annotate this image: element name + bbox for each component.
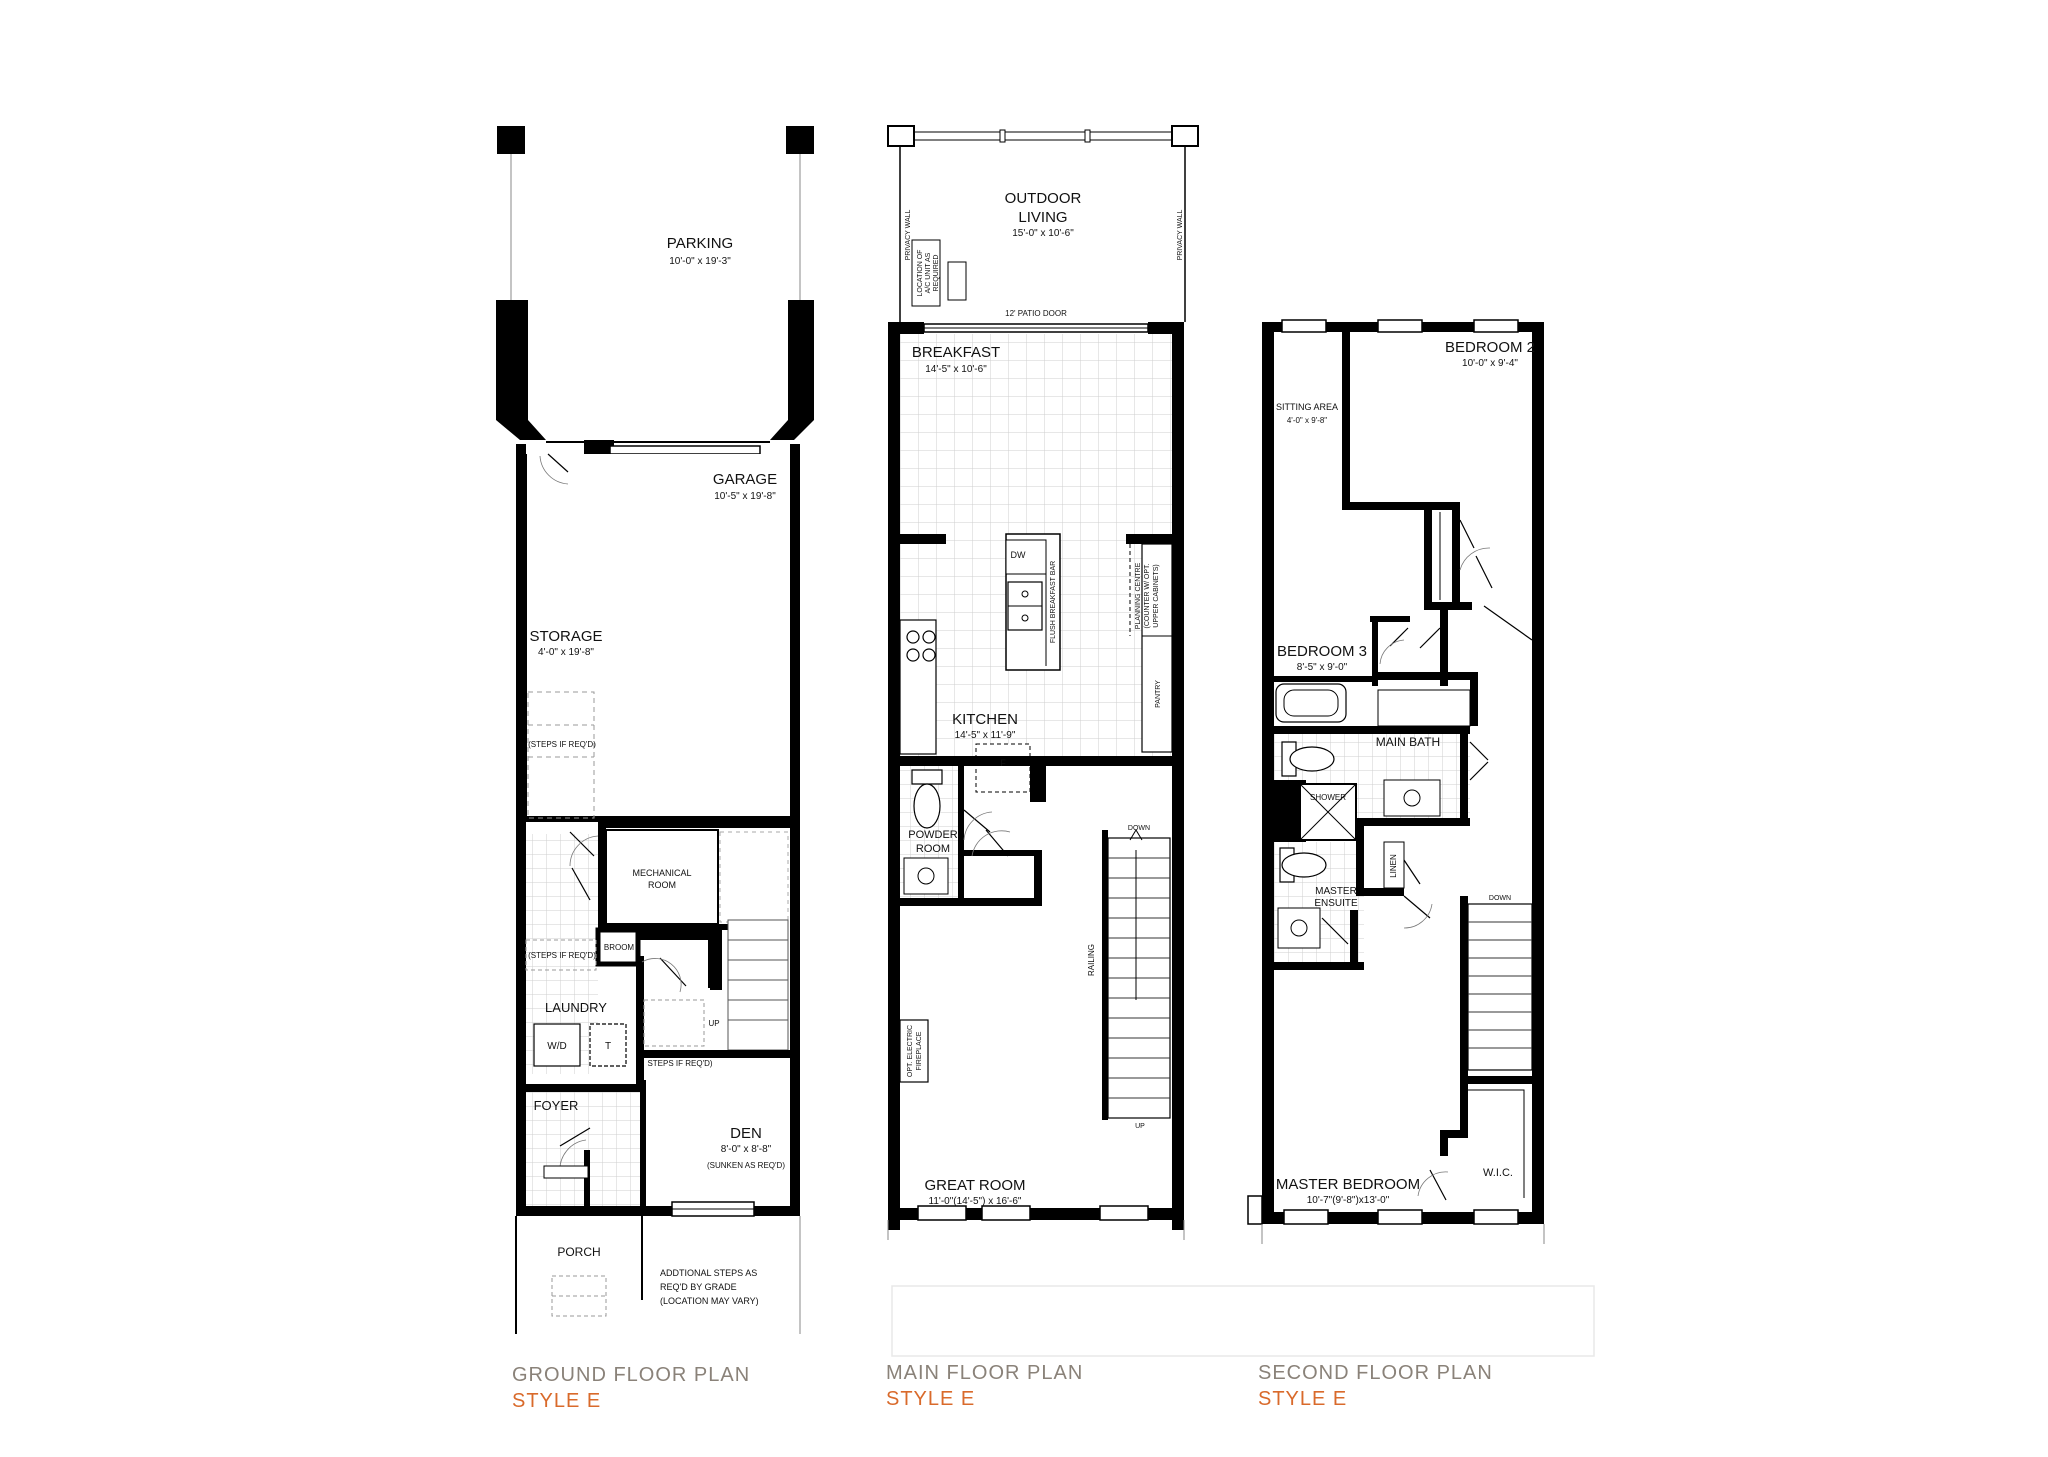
- master-bedroom-label: MASTER BEDROOM: [1276, 1176, 1420, 1193]
- porch-label: PORCH: [557, 1245, 600, 1259]
- den-note: (SUNKEN AS REQ'D): [707, 1161, 785, 1170]
- outdoor-living-label: LIVING: [1018, 209, 1067, 226]
- breakfast-label: BREAKFAST: [912, 344, 1000, 361]
- main-outer-wall: [1172, 322, 1184, 1230]
- mechanical-room-label: ROOM: [648, 880, 676, 890]
- pantry-label: PANTRY: [1155, 680, 1162, 708]
- caption-title: GROUND FLOOR PLAN: [512, 1364, 751, 1386]
- master-bedroom-size: 10'-7"(9'-8")x13'-0": [1307, 1195, 1390, 1206]
- powder-room-label: POWDER: [908, 829, 958, 841]
- laundry-label: LAUNDRY: [545, 1000, 607, 1015]
- grade-note: REQ'D BY GRADE: [660, 1282, 737, 1292]
- breakfast-size: 14'-5" x 10'-6": [925, 364, 987, 375]
- garage-size: 10'-5" x 19'-8": [714, 491, 776, 502]
- privacy-wall-label: PRIVACY WALL: [1177, 209, 1184, 260]
- caption-style: STYLE E: [886, 1388, 976, 1410]
- laundry-steps-label: (STEPS IF REQ'D): [528, 951, 596, 960]
- den-label: DEN: [730, 1125, 762, 1142]
- outdoor-living-size: 15'-0" x 10'-6": [1012, 228, 1074, 239]
- great-room-size: 11'-0"(14'-5") x 16'-6": [929, 1196, 1022, 1207]
- ground-outer-wall: [516, 444, 526, 1216]
- garage-front-wall: [496, 300, 546, 440]
- main-outer-wall: [888, 322, 900, 1230]
- storage-label: STORAGE: [529, 628, 602, 645]
- walk-in-closet-label: W.I.C.: [1483, 1167, 1513, 1179]
- powder-room-label: ROOM: [916, 843, 950, 855]
- mechanical-room-label: MECHANICAL: [632, 868, 691, 878]
- planning-centre-label: UPPER CABINETS): [1153, 564, 1160, 627]
- privacy-wall-label: PRIVACY WALL: [905, 209, 912, 260]
- main-floor-caption: MAIN FLOOR PLAN STYLE E: [886, 1360, 1083, 1412]
- shower-label: SHOWER: [1310, 793, 1346, 802]
- main-floor-plan: OUTDOOR LIVING 15'-0" x 10'-6" PRIVACY W…: [887, 125, 1199, 1240]
- garage-front-wall: [770, 300, 814, 440]
- linen-label: LINEN: [1389, 854, 1398, 878]
- bedroom-2-size: 10'-0" x 9'-4": [1462, 358, 1518, 369]
- sitting-area-label: SITTING AREA: [1276, 402, 1338, 412]
- flush-bar-label: FLUSH BREAKFAST BAR: [1050, 561, 1057, 643]
- up-label: UP: [708, 1019, 719, 1028]
- den-steps-label: STEPS IF REQ'D): [647, 1059, 712, 1068]
- second-outer-wall: [1532, 322, 1544, 1224]
- parking-post: [497, 126, 525, 154]
- sitting-area-size: 4'-0" x 9'-8": [1287, 416, 1327, 425]
- planning-centre-label: (COUNTER W/ OPT.: [1144, 563, 1151, 628]
- ac-unit-note: A/C UNIT AS: [925, 252, 932, 293]
- second-outer-wall: [1262, 322, 1274, 1224]
- tub-label: T: [605, 1041, 611, 1052]
- outdoor-living-label: OUTDOOR: [1005, 190, 1082, 207]
- bedroom-2-label: BEDROOM 2: [1445, 339, 1535, 356]
- caption-style: STYLE E: [512, 1390, 602, 1412]
- second-floor-plan: BEDROOM 2 10'-0" x 9'-4" SITTING AREA 4'…: [1247, 319, 1545, 1244]
- storage-size: 4'-0" x 19'-8": [538, 647, 594, 658]
- kitchen-label: KITCHEN: [952, 711, 1018, 728]
- fireplace-label: OPT. ELECTRIC: [907, 1025, 914, 1077]
- stairs-up-label: UP: [1135, 1123, 1145, 1130]
- caption-title: SECOND FLOOR PLAN: [1258, 1362, 1493, 1384]
- fridge-label: F: [1000, 758, 1006, 768]
- planning-centre-label: PLANNING CENTRE: [1135, 562, 1142, 629]
- stairs-down-label: DOWN: [1489, 895, 1511, 902]
- dishwasher-label: DW: [1011, 550, 1026, 560]
- ac-unit-note: REQUIRED: [933, 255, 940, 292]
- parking-post: [786, 126, 814, 154]
- den-size: 8'-0" x 8'-8": [721, 1144, 772, 1155]
- parking-size: 10'-0" x 19'-3": [669, 256, 731, 267]
- bedroom-3-label: BEDROOM 3: [1277, 643, 1367, 660]
- patio-door-label: 12' PATIO DOOR: [1005, 309, 1067, 318]
- caption-title: MAIN FLOOR PLAN: [886, 1362, 1084, 1384]
- fireplace-label: FIREPLACE: [916, 1031, 923, 1070]
- washer-dryer-label: W/D: [547, 1041, 566, 1052]
- railing-label: RAILING: [1087, 944, 1096, 976]
- master-ensuite-label: ENSUITE: [1314, 898, 1358, 909]
- ac-unit-note: LOCATION OF: [917, 250, 924, 297]
- grade-note: ADDTIONAL STEPS AS: [660, 1268, 757, 1278]
- foyer-label: FOYER: [534, 1098, 579, 1113]
- ground-floor-plan: PARKING 10'-0" x 19'-3" GARAGE 10'-5" x …: [496, 126, 814, 1334]
- garage-label: GARAGE: [713, 471, 777, 488]
- kitchen-size: 14'-5" x 11'-9": [955, 730, 1016, 741]
- caption-style: STYLE E: [1258, 1388, 1348, 1410]
- stairs-down-label: DOWN: [1128, 825, 1150, 832]
- bedroom-3-size: 8'-5" x 9'-0": [1297, 662, 1348, 673]
- ground-outer-wall: [790, 444, 800, 1216]
- second-floor-caption: SECOND FLOOR PLAN STYLE E: [1258, 1360, 1493, 1412]
- broom-label: BROOM: [604, 943, 635, 952]
- storage-steps-label: (STEPS IF REQ'D): [528, 740, 596, 749]
- grade-note: (LOCATION MAY VARY): [660, 1296, 759, 1306]
- master-ensuite-label: MASTER: [1315, 886, 1357, 897]
- parking-label: PARKING: [667, 235, 733, 252]
- great-room-label: GREAT ROOM: [924, 1177, 1025, 1194]
- ground-floor-caption: GROUND FLOOR PLAN STYLE E: [512, 1362, 750, 1414]
- main-bath-label: MAIN BATH: [1376, 735, 1440, 749]
